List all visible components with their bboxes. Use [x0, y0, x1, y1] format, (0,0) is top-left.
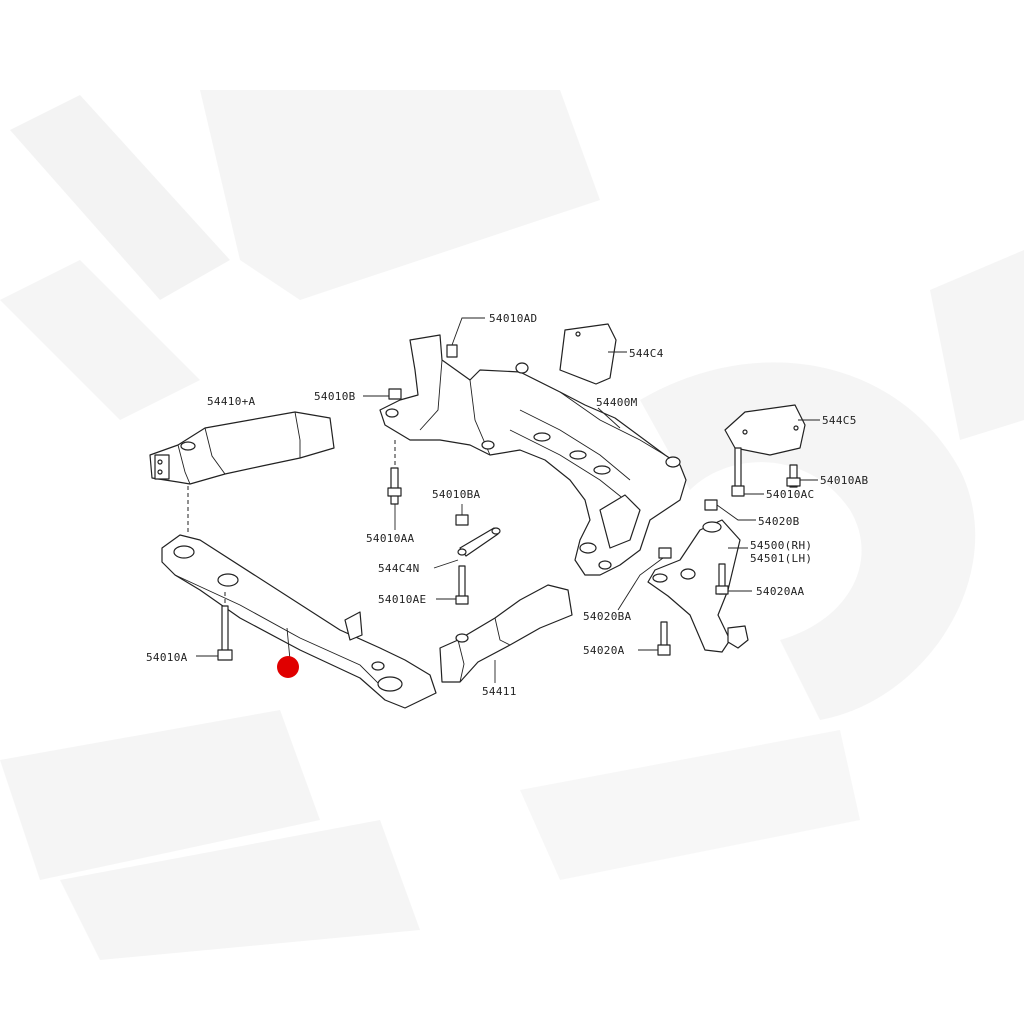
- label-54411: 54411: [482, 685, 517, 698]
- label-54020AA: 54020AA: [756, 585, 805, 598]
- label-54410A: 54410+A: [207, 395, 256, 408]
- label-544C5: 544C5: [822, 414, 857, 427]
- bolt-54010AA: [387, 440, 402, 530]
- label-54010A: 54010A: [146, 651, 188, 664]
- part-54410A-rail: [149, 411, 335, 535]
- bolt-54010A: [196, 592, 233, 661]
- nut-54020B: [704, 499, 756, 521]
- part-54400M-subframe: [379, 334, 687, 576]
- label-54400M: 54400M: [596, 396, 638, 409]
- label-54020BA: 54020BA: [583, 610, 632, 623]
- label-54010B: 54010B: [314, 390, 356, 403]
- label-544C4N: 544C4N: [378, 562, 420, 575]
- bolt-54010AE: [436, 565, 469, 605]
- watermark: [0, 90, 1024, 960]
- bolt-54010AC: [731, 447, 764, 497]
- label-54020B: 54020B: [758, 515, 800, 528]
- label-54500RH: 54500(RH): [750, 539, 812, 552]
- part-54411-rail: [439, 584, 573, 683]
- bolt-54010AB: [786, 464, 818, 488]
- part-544C4N-link: [433, 527, 501, 569]
- label-54010BA: 54010BA: [432, 488, 481, 501]
- label-54501LH: 54501(LH): [750, 552, 812, 565]
- label-54020A: 54020A: [583, 644, 625, 657]
- nut-54010B: [363, 388, 402, 400]
- nut-54020BA: [617, 547, 672, 611]
- label-544C4: 544C4: [629, 347, 664, 360]
- part-54500-lower-arm: [647, 519, 749, 653]
- label-54010AA: 54010AA: [366, 532, 415, 545]
- nut-54010BA: [455, 504, 469, 526]
- bolt-54020A: [638, 621, 671, 656]
- bolt-54010AD: [446, 317, 485, 358]
- red-dot-marker: [277, 656, 299, 678]
- part-lower-crossmember: [161, 534, 437, 709]
- bolt-54020AA: [715, 563, 752, 595]
- part-544C4-bracket: [559, 323, 627, 385]
- label-54010AC: 54010AC: [766, 488, 814, 501]
- label-54010AD: 54010AD: [489, 312, 537, 325]
- label-54010AE: 54010AE: [378, 593, 426, 606]
- label-54010AB: 54010AB: [820, 474, 869, 487]
